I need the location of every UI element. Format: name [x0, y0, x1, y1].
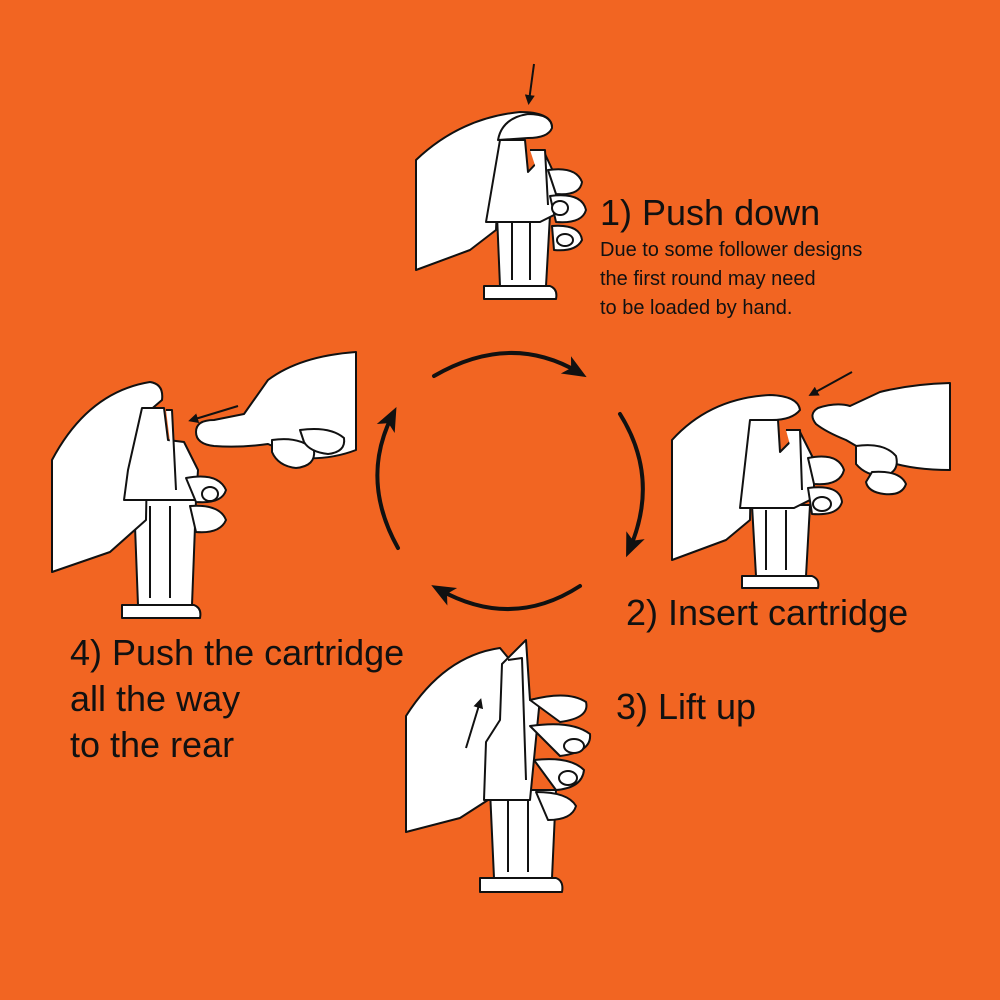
step4-illustration [51, 351, 357, 619]
step4-title-line: 4) Push the cartridge [70, 632, 405, 673]
step4-title-line: all the way [70, 678, 241, 719]
step2-insert-arrow [808, 371, 853, 396]
step4-title-line: to the rear [70, 724, 235, 765]
cycle-arrow-left-up [375, 407, 400, 550]
step1-note-line: Due to some follower designs [600, 239, 863, 261]
cycle-arrow-right-down [618, 412, 645, 558]
step4-title: 4) Push the cartridge all the way to the… [70, 630, 404, 768]
step1-push-arrow [524, 63, 535, 105]
step3-title: 3) Lift up [616, 686, 757, 727]
step3-lift-arrow [465, 698, 484, 749]
step1-illustration [415, 111, 587, 300]
cycle-arrows [375, 350, 645, 612]
step1-note-line: the first round may need [600, 268, 816, 290]
step1-note: Due to some follower designs the first r… [600, 236, 862, 323]
cycle-arrow-bottom-left [431, 584, 582, 612]
step3-illustration [405, 639, 592, 893]
cycle-arrow-top-right [432, 350, 587, 378]
step4-push-arrow [188, 405, 239, 424]
step1-title: 1) Push down [600, 192, 821, 233]
step2-illustration [671, 382, 951, 589]
step1-note-line: to be loaded by hand. [600, 297, 793, 319]
step2-title: 2) Insert cartridge [626, 592, 909, 633]
